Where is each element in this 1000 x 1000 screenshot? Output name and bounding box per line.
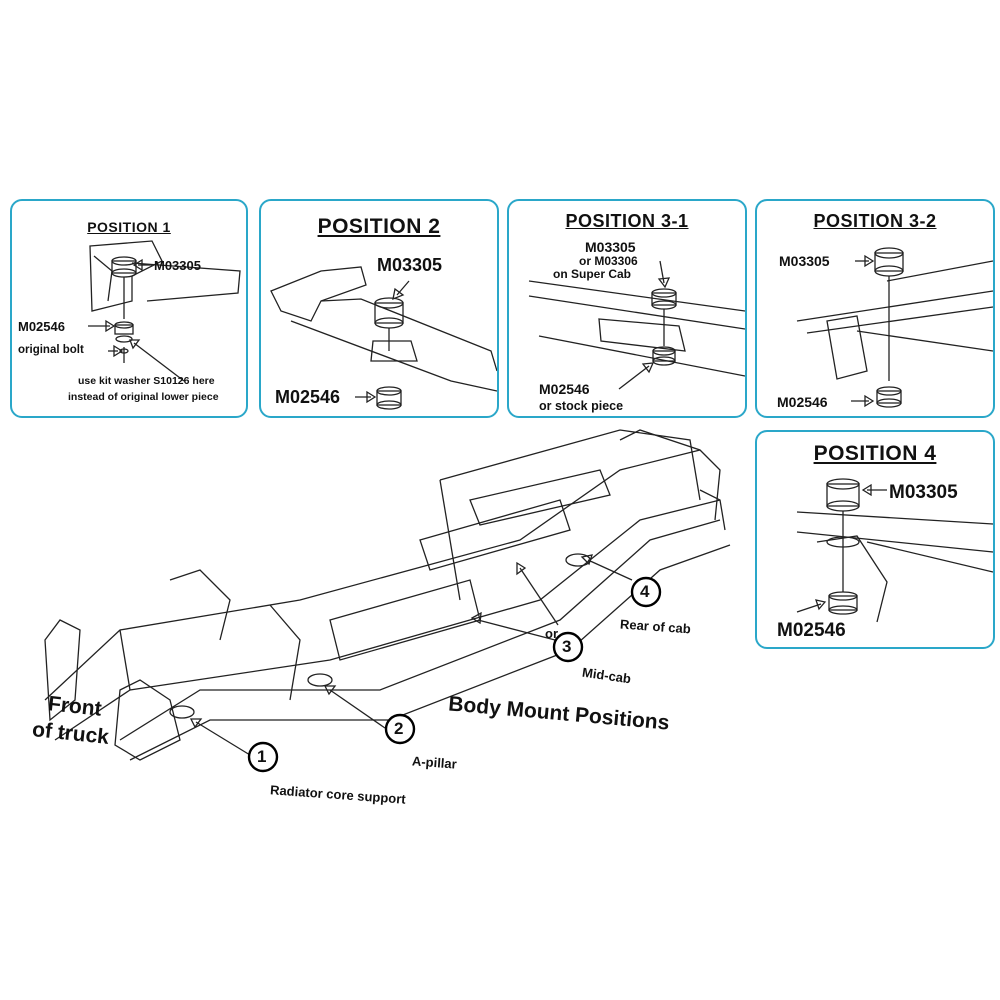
position-2-lower-part: M02546 [275, 387, 341, 407]
position-1-upper-part: M03305 [154, 258, 201, 273]
position-3-1-upper-alt-1: or M03306 [579, 254, 638, 268]
position-3-1-lower-part: M02546 [539, 381, 590, 397]
position-4-lower-part: M02546 [777, 620, 846, 641]
marker-1-label: Radiator core support [269, 782, 407, 807]
position-2-drawing [270, 266, 497, 410]
marker-2-label: A-pillar [411, 753, 458, 772]
position-1-title: POSITION 1 [87, 219, 171, 235]
front-of-truck-line-1: Front [46, 692, 103, 721]
panel-position-4: POSITION 4 M03305 M02546 [755, 430, 995, 649]
front-of-truck-line-2: of truck [31, 718, 111, 749]
position-4-title: POSITION 4 [813, 442, 937, 465]
panel-position-1: POSITION 1 M03305 M02546 original bolt u… [10, 199, 248, 418]
panel-position-2: POSITION 2 M03305 M02546 [259, 199, 499, 418]
position-3-1-title: POSITION 3-1 [565, 211, 689, 231]
position-3-2-drawing [796, 247, 993, 408]
position-3-1-drawing [528, 260, 745, 390]
position-1-note-line-2: instead of original lower piece [68, 391, 219, 403]
marker-2-number: 2 [394, 719, 404, 738]
position-3-2-upper-part: M03305 [779, 253, 830, 269]
marker-4-label: Rear of cab [619, 616, 692, 637]
marker-3-label: Mid-cab [581, 664, 632, 687]
position-3-2-lower-part: M02546 [777, 394, 828, 410]
marker-3-number: 3 [562, 637, 572, 656]
position-3-2-title: POSITION 3-2 [813, 211, 937, 231]
marker-4-number: 4 [640, 582, 650, 601]
panel-position-3-1: POSITION 3-1 M03305 or M03306 on Super C… [507, 199, 747, 418]
position-1-drawing [88, 240, 241, 382]
position-1-lower-part: M02546 [18, 319, 65, 334]
position-1-note-line-1: use kit washer S10126 here [78, 375, 215, 387]
position-1-bolt-label: original bolt [18, 344, 84, 356]
position-4-drawing [796, 478, 993, 623]
position-4-upper-part: M03305 [889, 482, 958, 503]
or-label: or [545, 626, 558, 641]
panel-position-3-2: POSITION 3-2 M03305 M02546 [755, 199, 995, 418]
position-3-1-upper-alt-2: on Super Cab [553, 267, 632, 281]
position-2-title: POSITION 2 [317, 215, 441, 238]
body-mount-positions-heading: Body Mount Positions [447, 692, 671, 735]
position-3-1-upper-part: M03305 [585, 239, 636, 255]
marker-1-number: 1 [257, 747, 267, 766]
position-3-1-lower-alt: or stock piece [539, 399, 624, 413]
position-2-upper-part: M03305 [377, 255, 443, 275]
